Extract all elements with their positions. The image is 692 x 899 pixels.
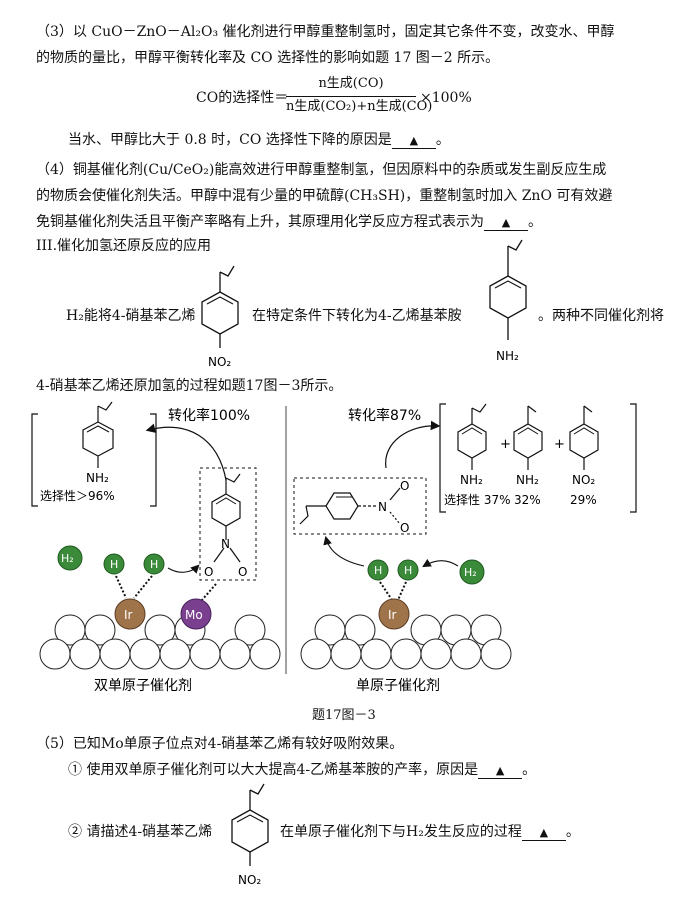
left-h-ball-a	[103, 553, 125, 575]
right-bracket-close	[630, 403, 637, 513]
left-h2: H₂	[61, 552, 74, 565]
right-h-ball-b	[397, 559, 419, 581]
p5-q2: 在单原子催化剂下与H₂发生反应的过程▲。	[280, 822, 580, 842]
figure-caption: 题17图－3	[312, 708, 376, 723]
formula-left: CO的选择性＝	[196, 90, 289, 106]
p4-line2: 的物质会使催化剂失活。甲醇中混有少量的甲硫醇(CH₃SH)，重整制氢时加入 Zn…	[36, 188, 613, 204]
p3-question-text: 当水、甲醇比大于 0.8 时，CO 选择性下降的原因是	[68, 132, 392, 148]
intro-no2: NO₂	[208, 355, 231, 369]
right-catalyst-label: 单原子催化剂	[356, 678, 440, 694]
right-selectivity-1: 选择性 37%	[444, 493, 511, 507]
answer-blank-3[interactable]: ▲	[391, 134, 436, 149]
section-3-heading: III.催化加氢还原反应的应用	[36, 238, 212, 254]
left-ir: Ir	[124, 608, 133, 622]
left-h-b: H	[150, 558, 158, 571]
nitrostyrene-structure: NO₂	[201, 265, 239, 369]
right-selectivity-2: 32%	[514, 493, 541, 507]
right-o1: O	[400, 479, 409, 493]
left-bracket-close	[150, 413, 157, 507]
left-h-ball-b	[143, 553, 165, 575]
p3-question: 当水、甲醇比大于 0.8 时，CO 选择性下降的原因是▲。	[68, 130, 450, 150]
left-product-structure	[82, 401, 114, 468]
formula-numerator: n生成(CO)	[318, 76, 384, 91]
left-product-nh2: NH₂	[86, 471, 109, 485]
left-n: N	[221, 537, 230, 551]
left-conversion: 转化率100%	[168, 407, 250, 424]
left-catalyst-label: 双单原子催化剂	[94, 678, 192, 694]
left-bracket-open	[31, 413, 38, 507]
right-surface	[300, 614, 512, 670]
right-plus-2: +	[554, 437, 565, 452]
right-h-arrow	[323, 535, 365, 567]
left-o1: O	[204, 565, 213, 579]
right-plus-1: +	[500, 437, 511, 452]
p5-q1-end: 。	[522, 762, 537, 778]
formula-right: ×100%	[420, 90, 472, 106]
right-product-3	[569, 405, 599, 470]
left-adsorbed-molecule	[211, 473, 241, 563]
p5-q1: ① 使用双单原子催化剂可以大大提高4-乙烯基苯胺的产率，原因是▲。	[68, 760, 536, 780]
right-h-b: H	[404, 564, 412, 577]
p5-line1: （5）已知Mo单原子位点对4-硝基苯乙烯有较好吸附效果。	[36, 736, 404, 752]
right-h2-arrow	[422, 558, 459, 568]
p4-line1: （4）铜基催化剂(Cu/CeO₂)能高效进行甲醇重整制氢，但因原料中的杂质或发生…	[36, 162, 607, 178]
right-bracket-open	[439, 403, 446, 513]
intro-nh2: NH₂	[496, 349, 519, 363]
answer-blank-5-1[interactable]: ▲	[478, 764, 523, 779]
q2-nitrostyrene-structure: NO₂	[231, 783, 269, 887]
left-h2-ball	[57, 545, 83, 571]
intro-line2: 4-硝基苯乙烯还原加氢的过程如题17图－3所示。	[36, 378, 343, 394]
vinylaniline-structure: NH₂	[489, 239, 527, 363]
q2-no2: NO₂	[238, 873, 261, 887]
right-o2: O	[400, 521, 409, 535]
right-h2: H₂	[464, 566, 477, 579]
right-conversion-arrow	[385, 420, 441, 469]
p3-line2: 的物质的量比，甲醇平衡转化率及 CO 选择性的影响如题 17 图－2 所示。	[36, 50, 500, 66]
p4-line3-text: 免铜基催化剂失活且平衡产率略有上升，其原理用化学反应方程式表示为	[36, 214, 484, 230]
right-product-1-nh2: NH₂	[460, 473, 483, 487]
right-adsorbed-box	[293, 477, 427, 535]
p5-q1-text: ① 使用双单原子催化剂可以大大提高4-乙烯基苯胺的产率，原因是	[68, 762, 479, 778]
right-ir-atom	[378, 598, 410, 630]
p5-q2-text: 在单原子催化剂下与H₂发生反应的过程	[280, 824, 522, 840]
p5-q2-a: ② 请描述4-硝基苯乙烯	[68, 824, 213, 840]
intro-part2: 在特定条件下转化为4-乙烯基苯胺	[252, 308, 462, 324]
p4-line3: 免铜基催化剂失活且平衡产率略有上升，其原理用化学反应方程式表示为▲。	[36, 212, 672, 232]
right-h-a: H	[374, 564, 382, 577]
formula-bar	[286, 96, 416, 97]
left-conversion-arrow	[145, 423, 227, 481]
right-conversion: 转化率87%	[348, 407, 421, 424]
formula-denominator: n生成(CO₂)+n生成(CO)	[286, 99, 433, 114]
figure-17-3: 转化率100% NH₂ 选择性＞96% N O O H₂ H H	[31, 401, 637, 694]
answer-blank-4[interactable]: ▲	[484, 216, 528, 231]
left-selectivity: 选择性＞96%	[40, 489, 115, 503]
p3-line1: （3）以 CuO－ZnO－Al₂O₃ 催化剂进行甲醇重整制氢时，固定其它条件不变…	[36, 24, 615, 40]
left-adsorbed-box	[199, 467, 257, 581]
left-h-a: H	[110, 558, 118, 571]
right-selectivity-3: 29%	[570, 493, 597, 507]
left-surface	[39, 614, 281, 670]
right-product-3-no2: NO₂	[572, 473, 595, 487]
p5-q2-end: 。	[565, 824, 580, 840]
right-product-1	[457, 403, 487, 470]
intro-part3: 。两种不同催化剂将	[538, 308, 664, 324]
right-h-ball-a	[367, 559, 389, 581]
intro-part1: H₂能将4-硝基苯乙烯	[66, 308, 196, 324]
left-ir-atom	[114, 598, 146, 630]
left-mo-atom	[180, 598, 212, 630]
answer-blank-5-2[interactable]: ▲	[521, 826, 566, 841]
left-h-arrow	[167, 564, 200, 574]
p3-question-end: 。	[435, 132, 450, 148]
p4-line3-end: 。	[528, 214, 542, 230]
left-mo: Mo	[185, 608, 203, 622]
right-product-2	[513, 405, 543, 470]
right-ir: Ir	[388, 608, 397, 622]
right-product-2-nh2: NH₂	[516, 473, 539, 487]
right-n: N	[378, 500, 387, 514]
right-adsorbed-molecule	[299, 487, 401, 525]
right-h2-ball	[459, 559, 485, 585]
left-o2: O	[238, 565, 247, 579]
